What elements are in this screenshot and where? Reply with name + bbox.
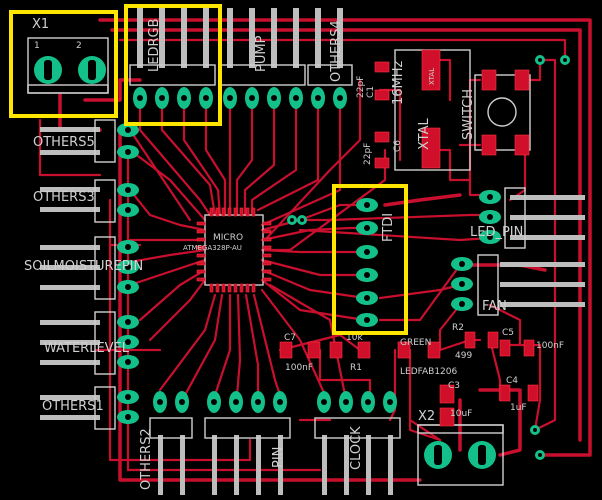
label-100nf-c7: 100nF	[285, 363, 313, 373]
highlight-ftdi	[332, 184, 408, 335]
label-others4: OTHERS4	[329, 20, 344, 82]
label-x2: X2	[418, 409, 435, 424]
label-x1-pin2: 2	[76, 41, 82, 51]
label-10k: 10k	[346, 333, 363, 343]
header-pin-bars	[40, 8, 585, 495]
label-100nf-c5: 100nF	[536, 341, 564, 351]
label-xtal-marker: XTAL	[428, 68, 436, 85]
label-green: GREEN	[400, 338, 431, 348]
label-atmega: ATMEGA328P-AU	[183, 244, 242, 252]
label-22pf-top: 22pF	[356, 76, 366, 98]
others2-outline	[149, 417, 193, 439]
label-r1: R1	[350, 363, 362, 373]
bottom-header-pads	[153, 391, 397, 413]
micro-pins	[196, 207, 272, 293]
label-pin: PIN	[271, 447, 286, 468]
others4-outline	[307, 64, 353, 86]
crystal-pads	[421, 49, 441, 169]
label-1uf: 1uF	[510, 403, 527, 413]
fan-pads	[451, 257, 473, 311]
label-16mhz: 16MHz	[391, 60, 406, 105]
others3-outline	[94, 179, 116, 223]
label-c3: C3	[448, 381, 460, 391]
left-header-pads	[117, 123, 139, 424]
label-ftdi: FTDI	[381, 213, 396, 242]
waterlevel-outline	[94, 311, 116, 375]
bottom-passives	[279, 331, 539, 427]
top-header-pads	[133, 87, 347, 109]
silkscreen-labels: X1 1 2 LEDRGB PUMP OTHERS4 OTHERS5 OTHER…	[24, 17, 564, 490]
label-r2: R2	[452, 323, 464, 333]
label-xtal: XTAL	[417, 117, 432, 150]
label-c-top: C1	[366, 86, 376, 98]
crystal-caps	[374, 61, 390, 169]
others1-outline	[94, 386, 116, 430]
others5-outline	[94, 119, 116, 163]
label-led-pin: LED_PIN	[470, 225, 523, 240]
switch-outline	[474, 74, 531, 151]
x2-pads	[424, 441, 496, 469]
label-clock: CLOCK	[349, 426, 364, 470]
label-others3: OTHERS3	[33, 190, 95, 205]
label-waterlevel: WATERLEVEL	[44, 341, 130, 356]
left-header-pins	[40, 127, 100, 420]
x1-pads	[34, 56, 106, 84]
smd-pads	[196, 49, 539, 427]
fan-outline	[477, 254, 499, 316]
label-x1: X1	[32, 17, 49, 32]
highlight-boxes	[9, 4, 408, 335]
label-22pf-bottom: 22pF	[363, 143, 373, 165]
label-499: 499	[455, 351, 472, 361]
soilmoisture-outline	[94, 236, 116, 300]
label-x1-pin1: 1	[34, 41, 40, 51]
right-header-pins	[500, 195, 585, 307]
label-c7: C7	[284, 333, 296, 343]
pin-outline	[204, 417, 291, 439]
label-soilmoisture: SOILMOISTUREPIN	[24, 259, 143, 274]
through-hole-pads	[34, 55, 570, 469]
label-others1: OTHERS1	[42, 399, 104, 414]
label-10uf: 10uF	[450, 409, 472, 419]
label-c5: C5	[502, 328, 514, 338]
label-ledfab: LEDFAB1206	[400, 367, 457, 377]
vias	[287, 55, 570, 460]
label-micro: MICRO	[213, 233, 243, 243]
ftdi-pads	[356, 198, 378, 327]
clock-outline	[314, 417, 401, 439]
switch-pads	[481, 69, 530, 156]
label-fan: FAN	[482, 299, 507, 314]
label-switch: SWITCH	[461, 89, 476, 140]
label-others5: OTHERS5	[33, 135, 95, 150]
ledrgb-outline	[129, 64, 216, 86]
label-pump: PUMP	[254, 35, 269, 72]
led-pin-outline	[504, 187, 526, 249]
label-c6: C6	[393, 140, 403, 152]
label-ledrgb: LEDRGB	[147, 19, 162, 73]
bottom-header-pins	[158, 435, 393, 495]
highlight-ledrgb	[124, 4, 222, 126]
led-pin-pads	[479, 190, 501, 244]
highlight-x1	[9, 10, 118, 118]
label-c4: C4	[506, 376, 518, 386]
top-header-pins	[137, 8, 343, 68]
label-others2: OTHERS2	[139, 428, 154, 490]
